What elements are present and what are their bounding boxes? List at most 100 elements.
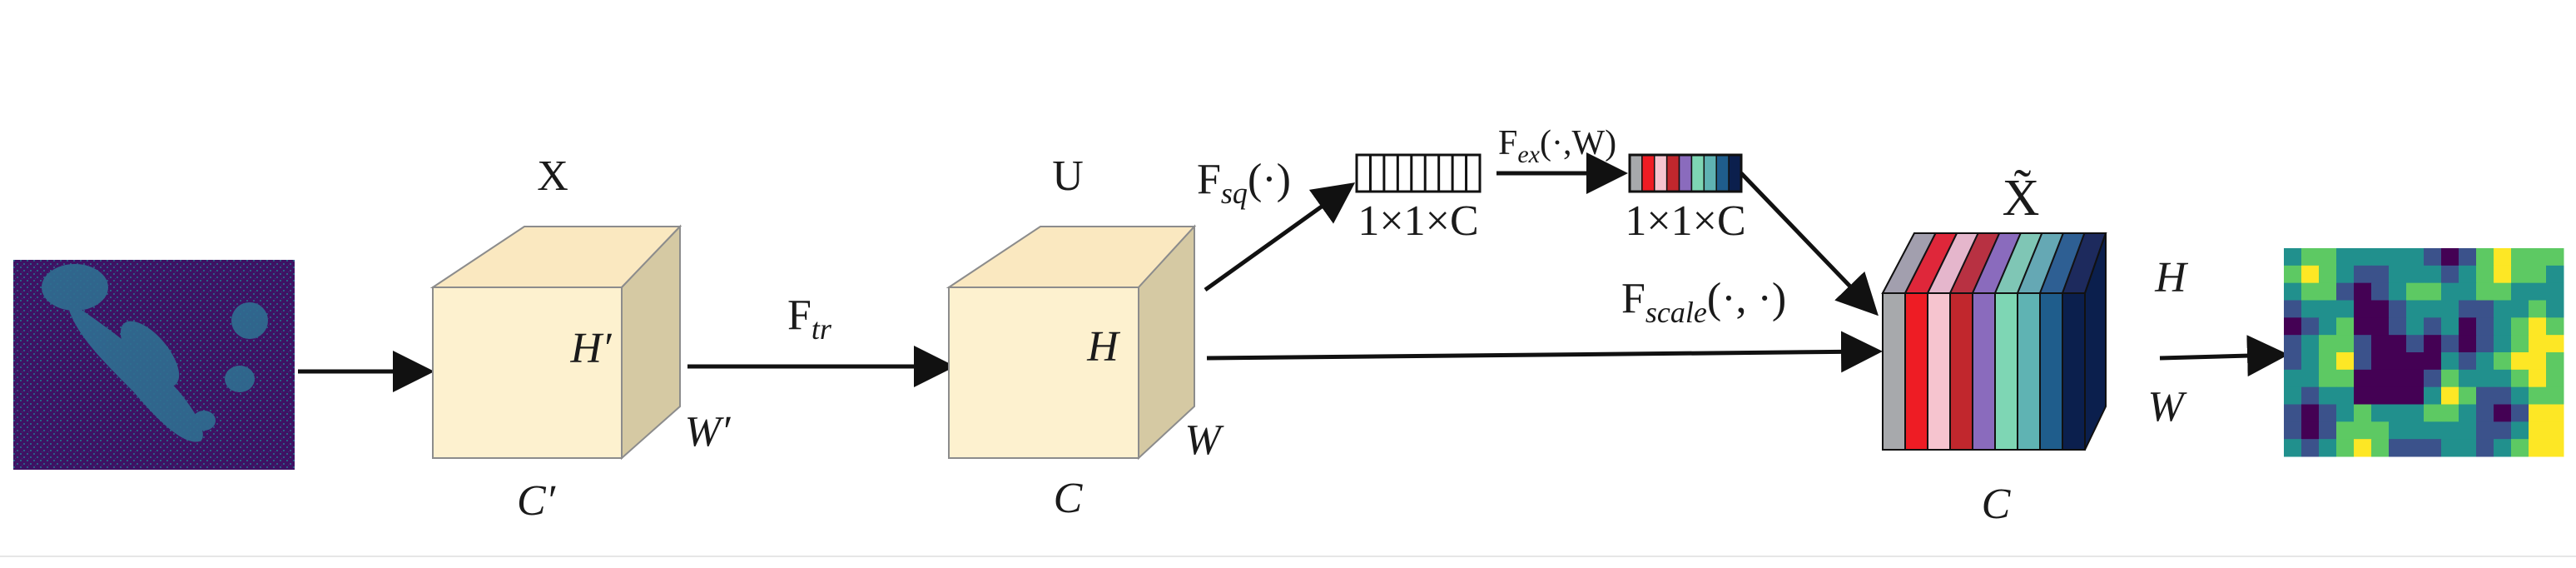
heatmap-cell xyxy=(2389,282,2407,301)
heatmap-cell xyxy=(2441,317,2459,336)
heatmap-cell xyxy=(2459,300,2477,318)
heatmap-cell xyxy=(2459,386,2477,405)
heatmap-cell xyxy=(2389,248,2407,267)
heatmap-cell xyxy=(2529,352,2547,371)
heatmap-cell xyxy=(2424,335,2442,353)
channel-slice xyxy=(2017,292,2041,451)
heatmap-cell xyxy=(2511,248,2529,267)
heatmap-cell xyxy=(2301,386,2320,405)
label-f-scale: Fscale(·, ·) xyxy=(1621,275,1786,329)
heatmap-cell xyxy=(2459,369,2477,388)
heatmap-cell xyxy=(2511,369,2529,388)
heatmap-cell xyxy=(2529,300,2547,318)
heatmap-cell xyxy=(2319,300,2337,318)
heatmap-cell xyxy=(2319,317,2337,336)
heatmap-cell xyxy=(2406,439,2425,457)
input-image xyxy=(13,260,295,470)
heatmap-cell xyxy=(2424,317,2442,336)
heatmap-cell xyxy=(2476,248,2494,267)
vector-cell xyxy=(1641,154,1655,192)
heatmap-cell xyxy=(2511,317,2529,336)
heatmap-cell xyxy=(2336,439,2355,457)
heatmap-cell xyxy=(2406,352,2425,371)
heatmap-cell xyxy=(2389,439,2407,457)
heatmap-cell xyxy=(2336,248,2355,267)
heatmap-cell xyxy=(2284,352,2302,371)
heatmap-cell xyxy=(2476,404,2494,422)
excitation-vector-cells xyxy=(1629,154,1742,192)
heatmap-cell xyxy=(2319,282,2337,301)
heatmap-cell xyxy=(2494,248,2512,267)
heatmap-cell xyxy=(2424,300,2442,318)
heatmap-cell xyxy=(2301,300,2320,318)
heatmap-cell xyxy=(2336,300,2355,318)
heatmap-cell xyxy=(2441,404,2459,422)
heatmap-cell xyxy=(2424,439,2442,457)
heatmap-cell xyxy=(2441,248,2459,267)
label-x-w: W′ xyxy=(685,408,732,456)
vector-cell xyxy=(1678,154,1693,192)
heatmap-cell xyxy=(2301,404,2320,422)
heatmap-cell xyxy=(2511,352,2529,371)
vector-cell xyxy=(1629,154,1643,192)
heatmap-cell xyxy=(2371,439,2390,457)
heatmap-cell xyxy=(2546,404,2564,422)
heatmap-cell xyxy=(2459,404,2477,422)
heatmap-cell xyxy=(2511,386,2529,405)
heatmap-cell xyxy=(2389,404,2407,422)
heatmap-cell xyxy=(2406,300,2425,318)
heatmap-cell xyxy=(2459,352,2477,371)
heatmap-cell xyxy=(2284,439,2302,457)
cube-x xyxy=(429,224,682,461)
heatmap-cell xyxy=(2529,317,2547,336)
heatmap-cell xyxy=(2336,352,2355,371)
heatmap-cell xyxy=(2371,352,2390,371)
heatmap-cell xyxy=(2319,386,2337,405)
label-xt-w: W xyxy=(2147,383,2187,431)
heatmap-cell xyxy=(2441,386,2459,405)
heatmap-cell xyxy=(2424,248,2442,267)
arrow-scale xyxy=(1206,331,1883,373)
heatmap-cell xyxy=(2406,369,2425,388)
squeeze-vector-cells xyxy=(1368,155,1468,192)
heatmap-cell xyxy=(2336,317,2355,336)
heatmap-cell xyxy=(2494,352,2512,371)
channel-slice xyxy=(1994,292,2018,451)
heatmap-cell xyxy=(2441,335,2459,353)
heatmap-cell xyxy=(2354,317,2372,336)
heatmap-cell xyxy=(2424,421,2442,440)
vector-cell xyxy=(1715,154,1730,192)
heatmap-cell xyxy=(2284,265,2302,284)
vector-cell xyxy=(1665,154,1680,192)
heatmap-cell xyxy=(2336,282,2355,301)
heatmap-cell xyxy=(2529,386,2547,405)
heatmap-cell xyxy=(2494,335,2512,353)
output-tensor-front-stripes xyxy=(1882,292,2086,451)
heatmap-cell xyxy=(2389,369,2407,388)
heatmap-cell xyxy=(2371,282,2390,301)
heatmap-cell xyxy=(2476,300,2494,318)
heatmap-cell xyxy=(2406,404,2425,422)
heatmap-cell xyxy=(2284,300,2302,318)
heatmap-cell xyxy=(2424,386,2442,405)
heatmap-cell xyxy=(2529,421,2547,440)
heatmap-cell xyxy=(2546,282,2564,301)
heatmap-cell xyxy=(2284,335,2302,353)
heatmap-cell xyxy=(2529,369,2547,388)
channel-slice xyxy=(1972,292,1996,451)
heatmap-cell xyxy=(2301,282,2320,301)
heatmap-cell xyxy=(2476,335,2494,353)
output-heatmap xyxy=(2284,248,2564,457)
heatmap-cell xyxy=(2494,265,2512,284)
heatmap-cell xyxy=(2319,421,2337,440)
heatmap-cell xyxy=(2476,369,2494,388)
channel-slice xyxy=(1882,292,1906,451)
heatmap-cell xyxy=(2546,352,2564,371)
cube-x-front xyxy=(432,286,623,459)
heatmap-cell xyxy=(2476,352,2494,371)
heatmap-cell xyxy=(2424,369,2442,388)
heatmap-cell xyxy=(2284,248,2302,267)
heatmap-cell xyxy=(2301,439,2320,457)
heatmap-cell xyxy=(2389,265,2407,284)
heatmap-cell xyxy=(2354,386,2372,405)
